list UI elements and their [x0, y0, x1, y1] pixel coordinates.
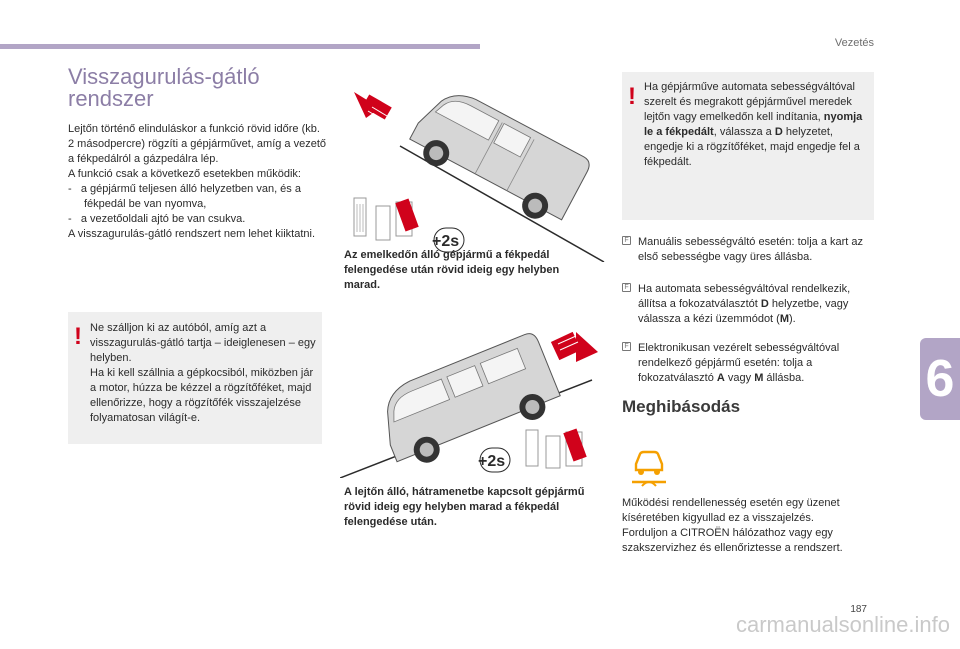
fault-heading: Meghibásodás: [622, 397, 741, 416]
forward-arrow-icon: [354, 92, 393, 124]
warning-icon: !: [74, 323, 82, 350]
pedals-icon: [353, 197, 419, 241]
reverse-arrow-icon: [550, 331, 598, 362]
warning-box-exit-vehicle: ! Ne szálljon ki az autóból, amíg azt a …: [68, 312, 322, 444]
intro-text: Lejtőn történő elinduláskor a funkció rö…: [68, 122, 328, 242]
timer-badge: [433, 227, 465, 253]
warning-icon: !: [628, 83, 636, 110]
chapter-tab: 6: [920, 338, 960, 420]
intro-paragraph-1: Lejtőn történő elinduláskor a funkció rö…: [68, 123, 327, 165]
watermark: carmanualsonline.info: [735, 612, 950, 637]
bullet-marker: F: [622, 342, 631, 351]
caption-uphill: Az emelkedőn álló gépjármű a fékpedál fe…: [344, 249, 560, 291]
pedals-icon: [525, 428, 587, 469]
van-downhill: [387, 333, 561, 463]
fault-description: Működési rendellenesség esetén egy üzene…: [622, 496, 874, 556]
intro-paragraph-2: A funkció csak a következő esetekben műk…: [68, 168, 301, 180]
downhill-van-illustration: +2s: [340, 331, 598, 478]
intro-condition-2: - a vezetőoldali ajtó be van csukva.: [68, 213, 246, 225]
fault-text-2: Forduljon a CITROËN hálózathoz vagy egy …: [622, 527, 843, 554]
section-title: Vezetés: [834, 37, 874, 49]
intro-paragraph-3: A visszagurulás-gátló rendszert nem lehe…: [68, 228, 316, 240]
caption-downhill: A lejtőn álló, hátramenetbe kapcsolt gép…: [344, 486, 585, 528]
warning-automatic-text: Ha gépjárműve automata sebességváltóval …: [644, 81, 863, 168]
timer-badge: [479, 447, 511, 473]
fault-text-1: Működési rendellenesség esetén egy üzene…: [622, 497, 840, 524]
timer-badge-label: +2s: [432, 233, 459, 250]
bullet-marker: F: [622, 236, 631, 245]
warning-box-automatic: ! Ha gépjárműve automata sebességváltóva…: [622, 72, 874, 220]
page-title: Visszagurulás-gátló rendszer: [68, 64, 260, 111]
intro-condition-1: - a gépjármű teljesen álló helyzetben va…: [68, 183, 301, 210]
uphill-van-illustration: +2s: [353, 92, 605, 262]
page-number: 187: [850, 604, 867, 615]
van-uphill: [409, 95, 590, 221]
header-accent-bar: [0, 44, 480, 49]
warning-text-1: Ne szálljon ki az autóból, amíg azt a vi…: [90, 322, 316, 364]
timer-badge-label: +2s: [478, 453, 505, 470]
warning-text-2: Ha ki kell szállnia a gépkocsiból, miköz…: [90, 367, 314, 424]
hill-start-assist-warning-icon: [622, 438, 674, 490]
bullet-marker: F: [622, 283, 631, 292]
